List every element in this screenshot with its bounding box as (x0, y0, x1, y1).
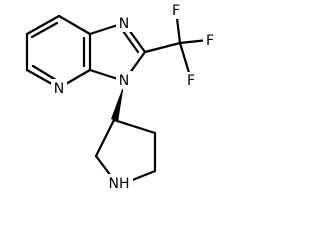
chemical-structure-diagram: N N N F F F NH (25, 2, 217, 192)
bond-c2-cf3 (143, 41, 182, 54)
atom-label: N (54, 81, 64, 97)
pyrrolidine-ring (94, 118, 157, 185)
atom-n-imidazole-top: N (116, 14, 132, 32)
atom-label: N (119, 73, 129, 89)
atom-label: F (172, 3, 180, 19)
bond-c3p-c4p (112, 118, 157, 135)
atom-n-imidazole-substituted: N (116, 71, 132, 89)
bond-n1-c2-inner (121, 29, 140, 54)
atom-nh-pyrrolidine: NH (105, 174, 133, 192)
atom-label: NH (109, 176, 130, 192)
atom-label: N (119, 16, 129, 32)
bond-c7a-c7 (57, 14, 92, 36)
trifluoromethyl-group (143, 8, 210, 78)
atom-f-top: F (169, 2, 183, 19)
stereo-wedge-bond (111, 84, 124, 122)
bond-cf3-f-bottom (178, 41, 192, 78)
atom-f-bottom: F (184, 72, 198, 89)
bond-c7-c6-inner (30, 21, 59, 39)
atom-label: F (206, 33, 214, 49)
bond-c5-n4-inner (31, 64, 58, 82)
atom-n-pyridine: N (51, 79, 67, 97)
bond-c2p-c3p (94, 118, 116, 158)
bond-c7-c6 (25, 14, 61, 36)
atom-f-right: F (203, 32, 217, 49)
pyridine-ring (25, 14, 92, 90)
atom-label: F (187, 73, 195, 89)
